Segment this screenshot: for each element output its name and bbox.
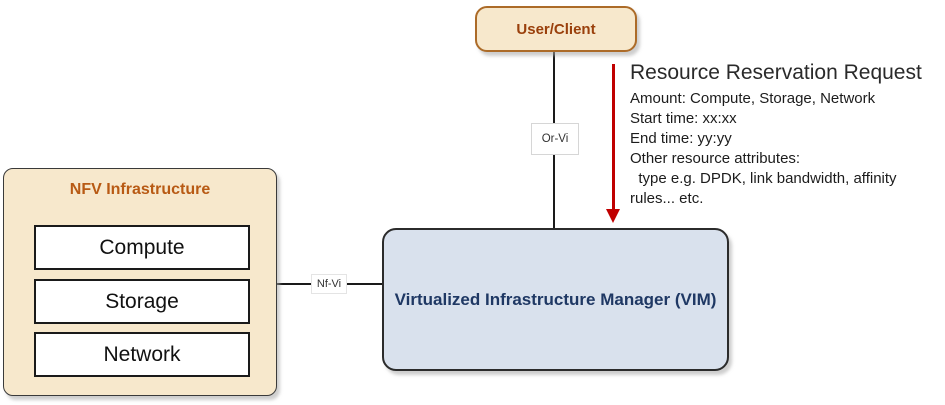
reservation-request-arrow-shaft — [612, 64, 615, 209]
annotation-line-type-examples: type e.g. DPDK, link bandwidth, affinity — [630, 170, 897, 187]
reservation-request-annotation: Resource Reservation Request Amount: Com… — [630, 60, 942, 209]
network-node: Network — [34, 332, 250, 377]
nfv-infrastructure-node: NFV Infrastructure Compute Storage Netwo… — [3, 168, 277, 396]
vim-node: Virtualized Infrastructure Manager (VIM) — [382, 228, 729, 371]
nf-vi-interface-label: Nf-Vi — [311, 274, 347, 294]
storage-label: Storage — [105, 289, 179, 313]
network-label: Network — [103, 342, 181, 366]
annotation-line-start-time: Start time: xx:xx — [630, 110, 737, 127]
vim-label: Virtualized Infrastructure Manager (VIM) — [394, 289, 717, 309]
storage-node: Storage — [34, 279, 250, 324]
or-vi-interface-label: Or-Vi — [531, 123, 579, 155]
or-vi-label-text: Or-Vi — [541, 133, 569, 145]
compute-node: Compute — [34, 225, 250, 270]
annotation-line-other-attributes: Other resource attributes: — [630, 150, 801, 167]
nf-vi-label-text: Nf-Vi — [316, 278, 342, 290]
user-client-label: User/Client — [516, 20, 596, 38]
reservation-request-arrow-head-icon — [606, 209, 620, 223]
compute-label: Compute — [99, 235, 185, 259]
annotation-title: Resource Reservation Request — [630, 61, 922, 84]
user-client-node: User/Client — [475, 6, 637, 52]
nfv-infrastructure-title: NFV Infrastructure — [69, 181, 211, 198]
annotation-line-amount: Amount: Compute, Storage, Network — [630, 90, 876, 107]
annotation-line-end-time: End time: yy:yy — [630, 130, 732, 147]
annotation-line-rules-etc: rules... etc. — [630, 190, 704, 207]
